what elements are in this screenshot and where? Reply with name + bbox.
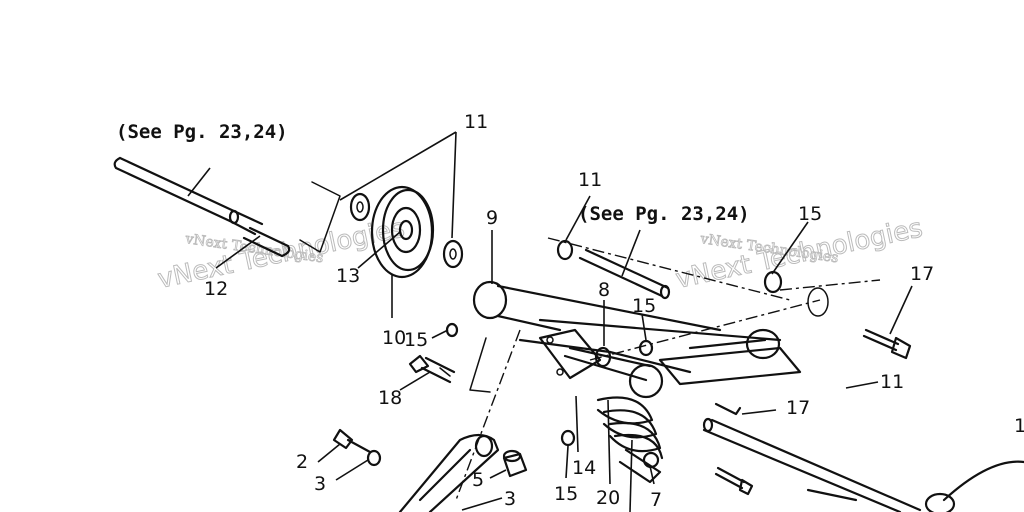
callout-2: 2 [296, 451, 308, 473]
left-shaft [113, 156, 291, 258]
callout-17-b: 17 [786, 397, 810, 419]
washer-15-lower [560, 429, 576, 447]
callout-7: 7 [650, 489, 662, 511]
callout-15-a: 15 [798, 203, 822, 225]
callout-15-d: 15 [554, 483, 578, 505]
watermark-logo-right: vNext Technologies [673, 213, 925, 295]
callout-15-b: 15 [632, 295, 656, 317]
lower-right-shaft [702, 417, 1024, 512]
callout-17-a: 17 [910, 263, 934, 285]
bolt-upper [862, 328, 912, 360]
washer-15-mid [638, 339, 654, 357]
callout-3-b: 3 [504, 488, 516, 510]
centerline-2 [589, 299, 821, 361]
callout-14: 14 [572, 457, 596, 479]
callout-11-a: 11 [464, 111, 488, 133]
lower-link [332, 428, 528, 512]
callout-9: 9 [486, 207, 498, 229]
bracket-line [469, 337, 491, 393]
centerline-1 [455, 329, 521, 501]
swing-arm [472, 280, 802, 399]
callout-5: 5 [472, 469, 484, 491]
reference-label-left: (See Pg. 23,24) [116, 121, 288, 143]
watermark: vNext Technologies vNext Technologies vN… [155, 213, 926, 296]
callout-3-a: 3 [314, 473, 326, 495]
reference-label-right: (See Pg. 23,24) [578, 203, 750, 225]
callout-15-c: 15 [404, 329, 428, 351]
washer-15-left [445, 322, 459, 338]
bolt-18 [408, 354, 456, 384]
callout-1: 1 [1014, 415, 1024, 437]
pulley-assembly [299, 181, 464, 279]
watermark-logo-left: vNext Technologies [155, 213, 407, 295]
callout-numbers: 11 12 13 10 9 11 15 8 15 17 15 18 11 17 … [204, 111, 1024, 511]
callout-12: 12 [204, 278, 228, 300]
callout-8: 8 [598, 279, 610, 301]
callout-11-b: 11 [578, 169, 602, 191]
callout-20: 20 [596, 487, 620, 509]
callout-11-c: 11 [880, 371, 904, 393]
callout-13: 13 [336, 265, 360, 287]
callout-10: 10 [382, 327, 406, 349]
leader-lines [187, 131, 913, 512]
callout-18: 18 [378, 387, 402, 409]
bolt-lower [714, 402, 754, 496]
